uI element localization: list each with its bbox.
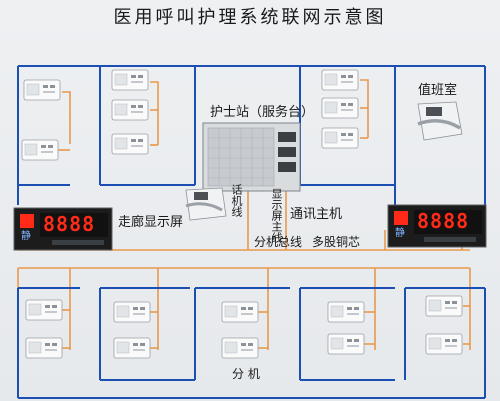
extension-label: 分 机 bbox=[232, 367, 260, 381]
multi-copper-label: 多股铜芯 bbox=[312, 235, 361, 249]
display-digits-right: 8888 bbox=[417, 209, 470, 233]
duty-room-label: 值班室 bbox=[418, 83, 458, 98]
nurse-station-label: 护士站（服务台） bbox=[210, 105, 315, 120]
nurse-station-host bbox=[202, 122, 301, 192]
intercom-host-label: 通讯主机 bbox=[290, 207, 343, 222]
corridor-display-left bbox=[13, 207, 113, 251]
desk-phone-duty bbox=[417, 101, 463, 141]
corridor-display-right bbox=[387, 204, 487, 248]
diagram-title: 医用呼叫护理系统联网示意图 bbox=[113, 7, 387, 28]
display-quiet-left: 静 bbox=[21, 231, 31, 242]
desk-phone-host bbox=[185, 187, 227, 221]
extension-bus-label: 分机总线 bbox=[254, 235, 303, 249]
display-digits-left: 8888 bbox=[43, 212, 96, 236]
phone-host-line-label: 话机线 bbox=[230, 184, 243, 217]
display-quiet-right: 静 bbox=[395, 228, 405, 239]
corridor-display-label: 走廊显示屏 bbox=[118, 215, 184, 230]
display-bus-label: 显示屏主线 bbox=[270, 188, 283, 243]
